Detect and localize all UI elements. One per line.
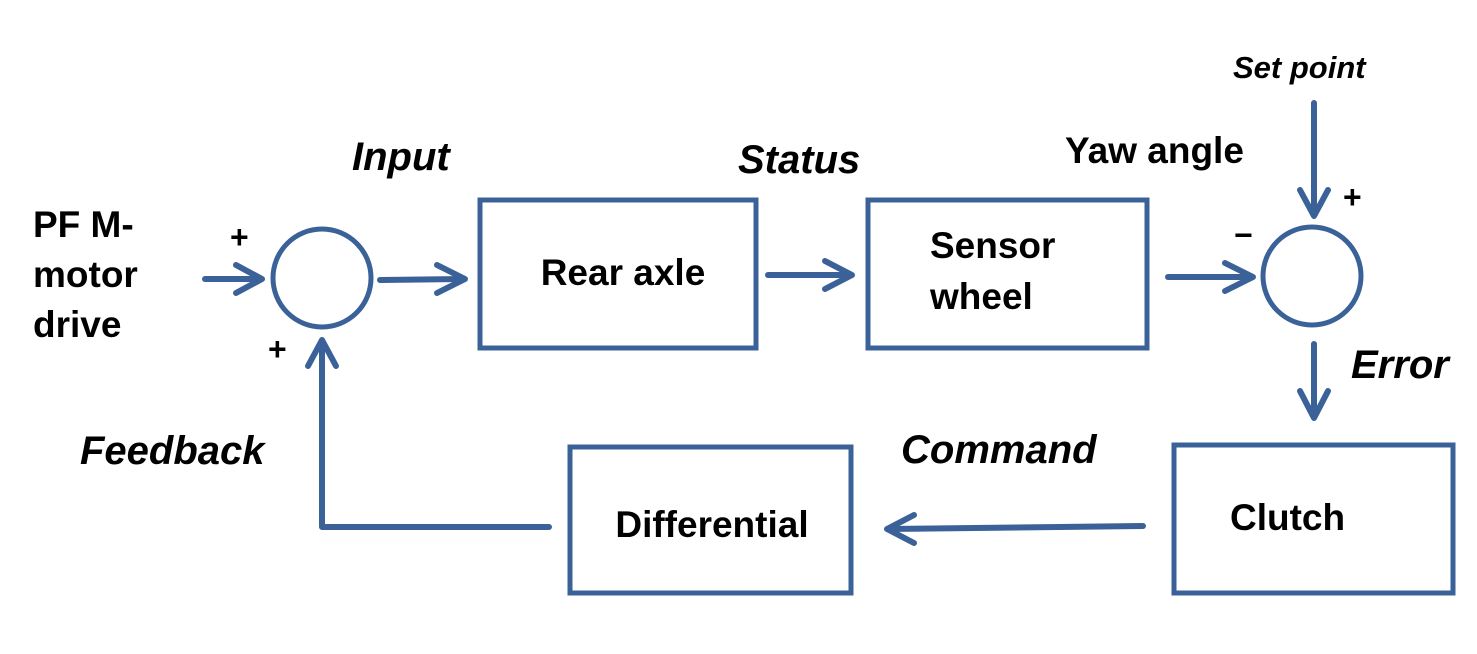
sensor-wheel-label-line2: wheel: [929, 276, 1033, 317]
drive-input-label-line1: PF M-: [33, 204, 134, 245]
set-point-label: Set point: [1233, 50, 1367, 85]
sensor-wheel-block: [865, 197, 1150, 351]
arrow-yaw-to-sum: [1165, 260, 1256, 294]
arrow-command-to-differential: [884, 512, 1146, 546]
summing-junction-input: [270, 226, 374, 330]
drive-input-label-line2: motor: [33, 254, 138, 295]
clutch-block: [1171, 442, 1456, 596]
rear-axle-label: Rear axle: [541, 252, 706, 293]
arrow-input-to-rear-axle: [377, 262, 468, 296]
arrow-setpoint-to-sum: [1297, 100, 1331, 219]
input-label: Input: [352, 135, 451, 179]
sum-error-minus-left: −: [1234, 217, 1253, 253]
drive-input-label-line3: drive: [33, 304, 121, 345]
arrow-status-to-sensor-wheel: [765, 258, 855, 292]
rear-axle-block: [477, 197, 759, 351]
yaw-angle-label: Yaw angle: [1065, 130, 1244, 171]
arrow-feedback-to-sum: [305, 337, 552, 530]
sensor-wheel-label-line1: Sensor: [930, 225, 1055, 266]
differential-block: [567, 444, 854, 596]
arrow-error-to-clutch: [1297, 341, 1331, 421]
error-label: Error: [1351, 343, 1451, 387]
sum-input-plus-top: +: [230, 219, 249, 255]
sum-error-plus-top: +: [1343, 179, 1362, 215]
summing-junction-error: [1260, 224, 1364, 328]
differential-label: Differential: [615, 504, 808, 545]
sum-input-plus-bottom: +: [268, 331, 287, 367]
arrow-drive-to-sum: [202, 262, 265, 296]
command-label: Command: [901, 428, 1098, 472]
feedback-label: Feedback: [80, 429, 266, 473]
status-label: Status: [738, 138, 860, 182]
clutch-label: Clutch: [1230, 497, 1345, 538]
